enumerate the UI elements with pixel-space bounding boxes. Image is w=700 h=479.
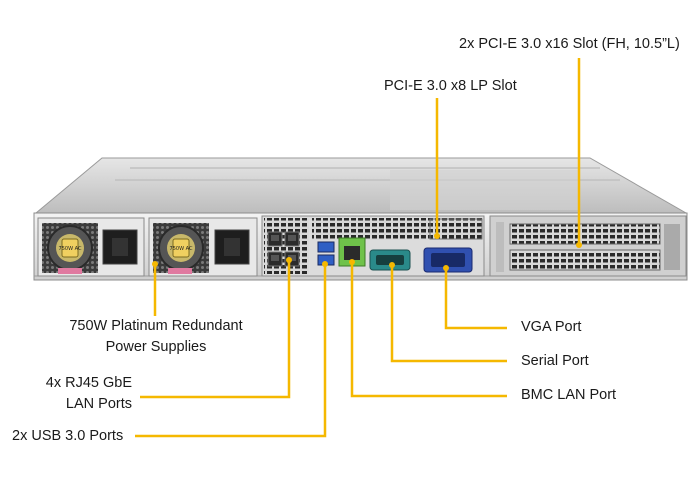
pcie-x16-slots	[489, 215, 687, 277]
callout-leaders	[135, 58, 581, 438]
leader-rj45	[140, 260, 291, 399]
leader-vga	[444, 268, 507, 330]
leader-bmc	[350, 262, 507, 398]
label-usb: 2x USB 3.0 Ports	[12, 428, 124, 444]
label-bmc: BMC LAN Port	[521, 387, 617, 403]
label-serial: Serial Port	[521, 353, 589, 369]
label-rj45-line2: LAN Ports	[65, 396, 132, 412]
psu-1-badge-text: 750W AC	[59, 246, 82, 252]
label-psu-line2: Power Supplies	[105, 339, 207, 355]
power-supply-2: 750W AC	[148, 217, 258, 277]
pcie-x8-lp-bracket	[429, 218, 483, 240]
psu-2-badge-text: 750W AC	[170, 246, 193, 252]
leader-usb	[135, 264, 327, 438]
label-vga: VGA Port	[521, 319, 582, 335]
label-psu-line1: 750W Platinum Redundant	[69, 318, 243, 334]
leader-endpoints	[152, 233, 582, 271]
label-pcie-x8: PCI-E 3.0 x8 LP Slot	[384, 78, 517, 94]
power-supply-1: 750W AC	[37, 217, 145, 277]
label-rj45-line1: 4x RJ45 GbE	[45, 375, 132, 391]
chassis-top	[34, 157, 688, 214]
leader-serial	[390, 265, 507, 363]
label-pcie-x16: 2x PCI-E 3.0 x16 Slot (FH, 10.5”L)	[459, 36, 680, 52]
serial-port	[369, 249, 411, 271]
vga-port	[423, 247, 473, 273]
rj45-ports	[267, 231, 300, 267]
